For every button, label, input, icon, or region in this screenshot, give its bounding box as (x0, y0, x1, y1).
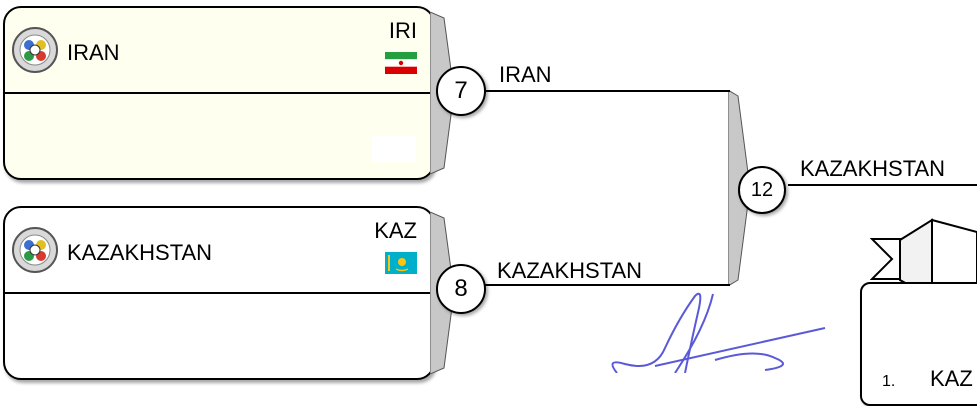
result-row: 1. KAZ (882, 366, 973, 392)
federation-badge-icon (12, 27, 58, 73)
match-number-circle: 8 (436, 264, 486, 314)
advance-line-upper (485, 90, 730, 92)
competitor-name: KAZAKHSTAN (67, 240, 213, 265)
match-number-circle: 7 (436, 66, 486, 116)
advance-line-lower (485, 284, 730, 286)
competitor-card-iran[interactable]: IRAN IRI (3, 6, 435, 180)
competitor-name: IRAN (67, 40, 120, 65)
country-code: KAZ (374, 218, 417, 243)
advance-label: KAZAKHSTAN (497, 258, 643, 283)
advance-label: KAZAKHSTAN (800, 156, 946, 181)
signature-mark (611, 292, 826, 373)
match-number-circle: 12 (738, 166, 786, 214)
result-name: KAZ (930, 366, 973, 391)
score-box (372, 136, 416, 162)
advance-label: IRAN (499, 62, 552, 87)
final-results-box: 1. KAZ (860, 282, 977, 406)
federation-badge-icon (12, 227, 58, 273)
competitor-card-header (5, 8, 433, 94)
advance-line-final (788, 184, 977, 186)
iran-flag-icon (385, 52, 417, 74)
kazakhstan-flag-icon (385, 252, 417, 274)
competitor-card-kazakhstan[interactable]: KAZAKHSTAN KAZ (3, 206, 435, 380)
competitor-card-header (5, 208, 433, 294)
result-rank: 1. (882, 373, 896, 390)
country-code: IRI (388, 18, 417, 43)
